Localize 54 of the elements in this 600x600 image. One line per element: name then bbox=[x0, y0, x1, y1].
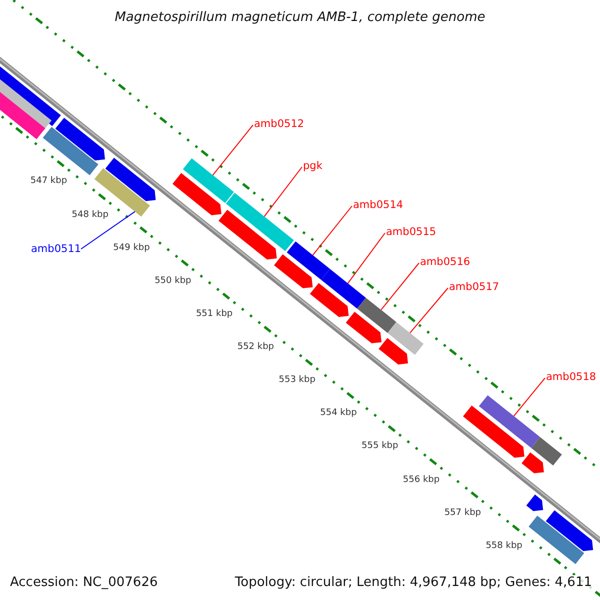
scale-label: 554 kbp bbox=[320, 408, 357, 418]
gene-bar bbox=[274, 254, 313, 288]
leader-line bbox=[80, 211, 136, 250]
leader-line bbox=[380, 262, 420, 310]
gene-bar bbox=[286, 241, 330, 280]
genome-summary-text: Topology: circular; Length: 4,967,148 bp; Genes: 4,611 bbox=[232, 575, 594, 590]
gene-bar bbox=[182, 158, 234, 203]
title: Magnetospirillum magneticum AMB-1, complete genome bbox=[114, 10, 486, 25]
leader-line bbox=[409, 288, 448, 334]
scale-label: 547 kbp bbox=[30, 176, 68, 186]
gene-bar bbox=[346, 312, 382, 344]
gene-label: amb0516 bbox=[420, 256, 470, 268]
scale-label: 553 kbp bbox=[278, 375, 316, 386]
gene-label: amb0514 bbox=[353, 199, 404, 211]
gene-label: amb0511 bbox=[31, 243, 82, 255]
leader-line bbox=[513, 378, 546, 417]
gene-bar bbox=[526, 494, 544, 512]
leader-line bbox=[212, 124, 254, 176]
scale-label: 555 kbp bbox=[362, 441, 398, 452]
gene-bar bbox=[378, 338, 408, 364]
scale-label: 551 kbp bbox=[196, 308, 233, 319]
scale-label: 552 kbp bbox=[237, 342, 274, 352]
gene-label: amb0515 bbox=[386, 226, 436, 238]
scale-label: 557 kbp bbox=[444, 508, 481, 518]
accession-text: Accession: NC_007626 bbox=[8, 575, 160, 590]
gene-bar bbox=[218, 210, 277, 260]
gene-bar bbox=[546, 510, 594, 552]
gene-bar bbox=[321, 268, 366, 309]
scale-label: 556 kbp bbox=[402, 474, 440, 485]
gene-bar bbox=[478, 395, 540, 448]
gene-bar bbox=[531, 437, 562, 466]
gene-bar bbox=[172, 173, 222, 216]
gene-bar bbox=[528, 516, 584, 564]
gene-bar bbox=[310, 283, 349, 317]
scale-label: 549 kbp bbox=[113, 242, 150, 253]
gene-bar bbox=[226, 192, 294, 252]
gene-bar bbox=[94, 168, 150, 217]
gene-bar bbox=[463, 406, 524, 458]
gene-label: amb0518 bbox=[546, 371, 596, 383]
gene-label: amb0517 bbox=[449, 281, 500, 293]
gene-label: pgk bbox=[303, 160, 322, 172]
gene-bar bbox=[522, 452, 544, 474]
scale-label: 548 kbp bbox=[72, 210, 108, 220]
scale-label: 550 kbp bbox=[154, 276, 192, 286]
leader-line bbox=[264, 166, 302, 217]
gene-bar bbox=[388, 322, 424, 355]
gene-bar bbox=[42, 126, 98, 176]
gene-label: amb0512 bbox=[254, 118, 304, 130]
scale-label: 558 kbp bbox=[486, 540, 522, 551]
leader-line bbox=[312, 206, 352, 256]
gene-bar bbox=[105, 158, 156, 202]
gene-bar bbox=[55, 118, 105, 160]
leader-line bbox=[347, 232, 386, 284]
gene-bar bbox=[357, 298, 396, 333]
